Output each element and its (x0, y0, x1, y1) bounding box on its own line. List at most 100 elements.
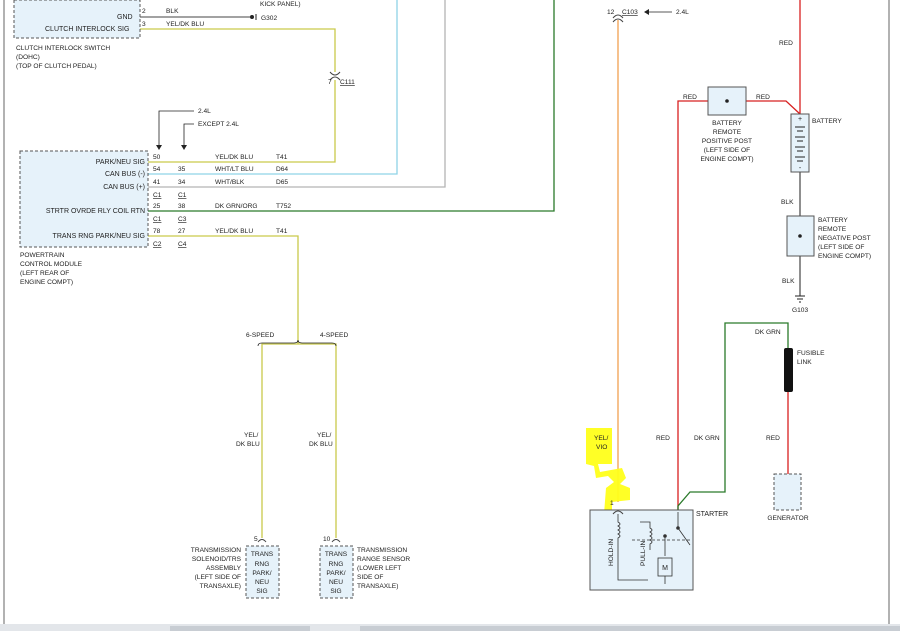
connector-icon (612, 510, 624, 515)
battery-neg-wire-top: BLK (781, 199, 794, 206)
pcm-pin-label: CAN BUS (+) (103, 184, 145, 191)
wire-can-plus (148, 0, 446, 188)
battery-neg-name-3: NEGATIVE POST (818, 235, 871, 242)
fusible-link-icon (784, 348, 793, 392)
pcm-pin-wire: WHT/LT BLU (215, 166, 254, 173)
range-sensor-name-1: TRANSMISSION (357, 547, 407, 554)
pull-in-label: PULL-IN (640, 540, 647, 566)
pcm-pin-circuit: T41 (276, 228, 288, 235)
ground-g302-dot (250, 15, 254, 19)
pcm-pin-b: 27 (178, 228, 186, 235)
pcm-name-3: (LEFT REAR OF (20, 270, 69, 277)
pcm-pin-a: C2 (153, 241, 162, 248)
arrow-down-icon (156, 145, 162, 150)
pcm-pin-circuit: D64 (276, 166, 288, 173)
hold-in-label: HOLD-IN (608, 539, 615, 566)
wire-trans-rng (148, 235, 299, 344)
red-right-label: RED (766, 435, 780, 442)
dk-grn-mid-label: DK GRN (694, 435, 720, 442)
c111-label: C111 (340, 79, 355, 86)
ground-icon (795, 295, 805, 303)
clutch-gnd-label: GND (117, 14, 133, 21)
solenoid-pin: 5 (254, 536, 258, 543)
clutch-name-2: (DOHC) (16, 54, 40, 61)
solenoid-box (245, 545, 280, 599)
pcm-pin-wire: WHT/BLK (215, 179, 245, 186)
solenoid-name-5: TRANSAXLE) (200, 583, 241, 590)
connector-icon (257, 539, 267, 543)
pcm-pin-row-5: C1 C3 (153, 216, 187, 223)
range-sensor-box-1: TRANS (325, 551, 348, 558)
solenoid-box-2: RNG (255, 561, 270, 568)
pcm-note-24-arrow (158, 110, 194, 146)
battery-wire-top: RED (779, 40, 793, 47)
pcm-pin-a: 78 (153, 228, 161, 235)
pcm-pin-label: PARK/NEU SIG (96, 159, 145, 166)
battery-pos-name-2: REMOTE (713, 129, 742, 136)
c103-pin: 12 (607, 9, 615, 16)
contact-switch (677, 527, 691, 546)
pcm-note-24: 2.4L (198, 108, 211, 115)
wire-branch-4 (298, 343, 337, 538)
highlight-marker (586, 428, 630, 514)
battery-neg-name-5: ENGINE COMPT) (818, 253, 871, 260)
wire-red-starter (677, 100, 708, 512)
branch-bracket (257, 339, 337, 347)
pcm-pin-row-1: CAN BUS (-) 54 35 WHT/LT BLU D64 (105, 166, 288, 178)
clutch-name-3: (TOP OF CLUTCH PEDAL) (16, 63, 97, 70)
wire-clutch-sig (140, 28, 336, 72)
pcm-pin-b: 34 (178, 179, 186, 186)
battery-neg-name-4: (LEFT SIDE OF (818, 244, 864, 251)
solenoid-box-1: TRANS (251, 551, 274, 558)
arrow-left-icon (644, 9, 649, 15)
branch-4-speed: 4-SPEED (320, 332, 348, 339)
generator-label: GENERATOR (767, 515, 808, 522)
range-sensor-name-2: RANGE SENSOR (357, 556, 410, 563)
pcm-pin-row-0: PARK/NEU SIG 50 YEL/DK BLU T41 (96, 154, 288, 166)
pcm-pin-label: CAN BUS (-) (105, 171, 145, 178)
solenoid-name-2: SOLENOID/TRS (192, 556, 242, 563)
solenoid-box-3: PARK/ (252, 570, 271, 577)
pcm-pin-b: 38 (178, 203, 186, 210)
solenoid-name-1: TRANSMISSION (191, 547, 241, 554)
battery-neg-wire-bottom: BLK (782, 278, 795, 285)
wire-red-battery (746, 100, 801, 115)
clutch-name-1: CLUTCH INTERLOCK SWITCH (16, 45, 110, 52)
solenoid-name-4: (LEFT SIDE OF (195, 574, 241, 581)
motor-label: M (662, 565, 668, 572)
hold-in-coil (617, 514, 648, 581)
pcm-pin-row-6: TRANS RNG PARK/NEU SIG 78 27 YEL/DK BLU … (53, 228, 288, 240)
pcm-note-except-arrow (183, 123, 194, 146)
c103-label: C103 (622, 9, 638, 16)
pcm-pin-wire: DK GRN/ORG (215, 203, 258, 210)
battery-label: BATTERY (812, 118, 842, 125)
battery-pos-post-dot (725, 99, 729, 103)
battery-neg-name-1: BATTERY (818, 217, 848, 224)
pcm-pin-a: 50 (153, 154, 161, 161)
pcm-pin-wire: YEL/DK BLU (215, 228, 253, 235)
range-sensor-box-2: RNG (329, 561, 344, 568)
battery-neg-post-dot (798, 234, 802, 238)
clutch-sig-label: CLUTCH INTERLOCK SIG (45, 26, 129, 33)
pcm-pin-row-3: C1 C1 (153, 192, 187, 199)
scrollbar-segment (360, 626, 900, 631)
wire-strtr-rtn (148, 0, 555, 212)
pcm-name-4: ENGINE COMPT) (20, 279, 73, 286)
branch-wire-b2: DK BLU (309, 441, 333, 448)
pcm-pin-label: TRANS RNG PARK/NEU SIG (53, 233, 145, 240)
range-sensor-box (319, 545, 354, 599)
range-sensor-name-4: SIDE OF (357, 574, 383, 581)
starter-label: STARTER (696, 511, 728, 518)
battery-minus: - (799, 165, 802, 172)
battery-pos-right-wire: RED (756, 94, 770, 101)
pcm-name-1: POWERTRAIN (20, 252, 65, 259)
scrollbar-segment (170, 626, 310, 631)
c103-note: 2.4L (676, 9, 689, 16)
generator-box (773, 473, 802, 511)
battery-pos-name-3: POSITIVE POST (702, 138, 752, 145)
range-sensor-box-4: NEU (329, 579, 343, 586)
bottom-scrollbar[interactable] (0, 624, 900, 631)
pcm-pin-row-4: STRTR OVRDE RLY COIL RTN 25 38 DK GRN/OR… (46, 203, 292, 215)
pcm-pin-a: 41 (153, 179, 161, 186)
